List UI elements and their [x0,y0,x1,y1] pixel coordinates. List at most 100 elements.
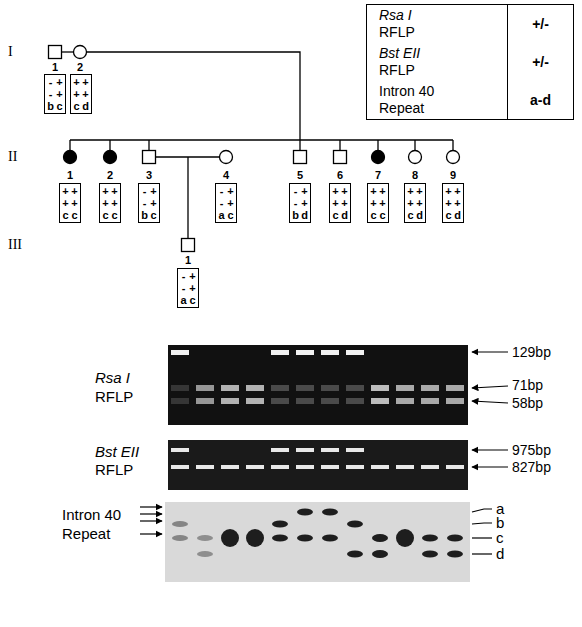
gel-band [221,529,239,547]
gel-band [271,465,289,469]
genotype-cell: + [71,197,78,209]
gel-band [246,529,264,547]
gel-band [196,465,214,469]
female-symbol [447,151,460,164]
band-arrow [472,449,508,450]
allele-leader [472,553,492,554]
gel-label: RFLP [95,388,133,405]
bands-71-58 [171,385,464,404]
genotype-cell: c [71,209,78,221]
genotype-cell: + [150,185,157,197]
male-symbol [182,239,195,252]
legend-value-cell: +/- [507,5,573,43]
genotype-cell: + [301,185,308,197]
genotype-box: ++++cd [404,183,426,223]
genotype-cell: + [73,76,80,88]
individual-number: 6 [337,169,343,182]
band-arrow [472,386,508,388]
genotype-box: -+-+bc [138,183,160,223]
gel-band [396,398,414,404]
descent-line [187,157,188,239]
band-arrow [140,506,162,507]
gel-band [172,521,188,527]
band-129 [171,350,364,355]
legend-text: Rsa I [379,7,469,24]
gel-band [321,448,339,452]
gel-band [322,509,338,516]
generation-label: III [8,237,22,253]
gel-band [371,465,389,469]
gel-band [171,465,189,469]
gel-band [446,385,464,391]
gel-band [196,385,214,391]
genotype-cell: c [189,294,196,306]
gel-band [346,448,364,452]
gel-label: RFLP [95,461,133,478]
genotype-cell: - [180,270,187,282]
gel-band [422,535,438,542]
repeat-bands [172,509,463,559]
gel-band [421,465,439,469]
gel-band [246,465,264,469]
genotype-cell: + [227,197,234,209]
individual-number: 4 [223,169,229,182]
genotype-cell: c [62,209,69,221]
descent-line [87,52,301,140]
gel-band [422,551,438,558]
band-arrow [472,351,508,352]
genotype-box: ++++cd [329,183,351,223]
legend-row: Bst EIIRFLP+/- [367,43,573,81]
genotype-cell: + [332,197,339,209]
gel-band [321,398,339,404]
band-arrow [472,466,508,467]
female-symbol [74,46,87,59]
genotype-box: ++++cc [59,183,81,223]
gel-band [171,385,189,391]
genotype-box: ++++cc [367,183,389,223]
genotype-cell: c [407,209,414,221]
genotype-cell: b [47,100,54,112]
band-size-label: 58bp [512,395,543,411]
genotype-cell: + [341,197,348,209]
genotype-cell: + [102,197,109,209]
band-arrow [140,513,162,514]
genotype-cell: - [292,197,299,209]
genotype-cell: + [407,185,414,197]
gel-band [296,465,314,469]
gel-band [297,535,313,542]
genotype-cell: - [141,197,148,209]
genotype-cell: + [341,185,348,197]
allele-leader [472,509,492,512]
child-lines [70,140,453,151]
gel-band [346,350,364,355]
gel-band [271,448,289,452]
male-symbol [294,151,307,164]
gel-band [421,398,439,404]
gel-band [197,551,213,557]
gel-band [446,398,464,404]
legend-row: Rsa IRFLP+/- [367,5,573,43]
band-975 [171,448,364,452]
individual-number: 5 [297,169,303,182]
genotype-cell: + [82,88,89,100]
genotype-cell: - [218,185,225,197]
genotype-cell: d [301,209,308,221]
genotype-cell: c [73,100,80,112]
male-symbol [49,46,62,59]
repeat-autoradiograph [165,502,470,582]
legend-text: Intron 40 Repeat [379,83,469,117]
gel-band [321,465,339,469]
genotype-cell: + [56,76,63,88]
female-symbol [220,151,233,164]
genotype-cell: + [227,185,234,197]
gel-band [346,385,364,391]
gel-band [346,398,364,404]
gel-band [371,385,389,391]
gel-band [271,398,289,404]
genotype-cell: d [454,209,461,221]
gel-band [371,398,389,404]
gel-band [296,448,314,452]
gel-background [168,440,468,490]
genotype-box: -+-+ac [177,268,199,308]
genotype-cell: + [379,197,386,209]
